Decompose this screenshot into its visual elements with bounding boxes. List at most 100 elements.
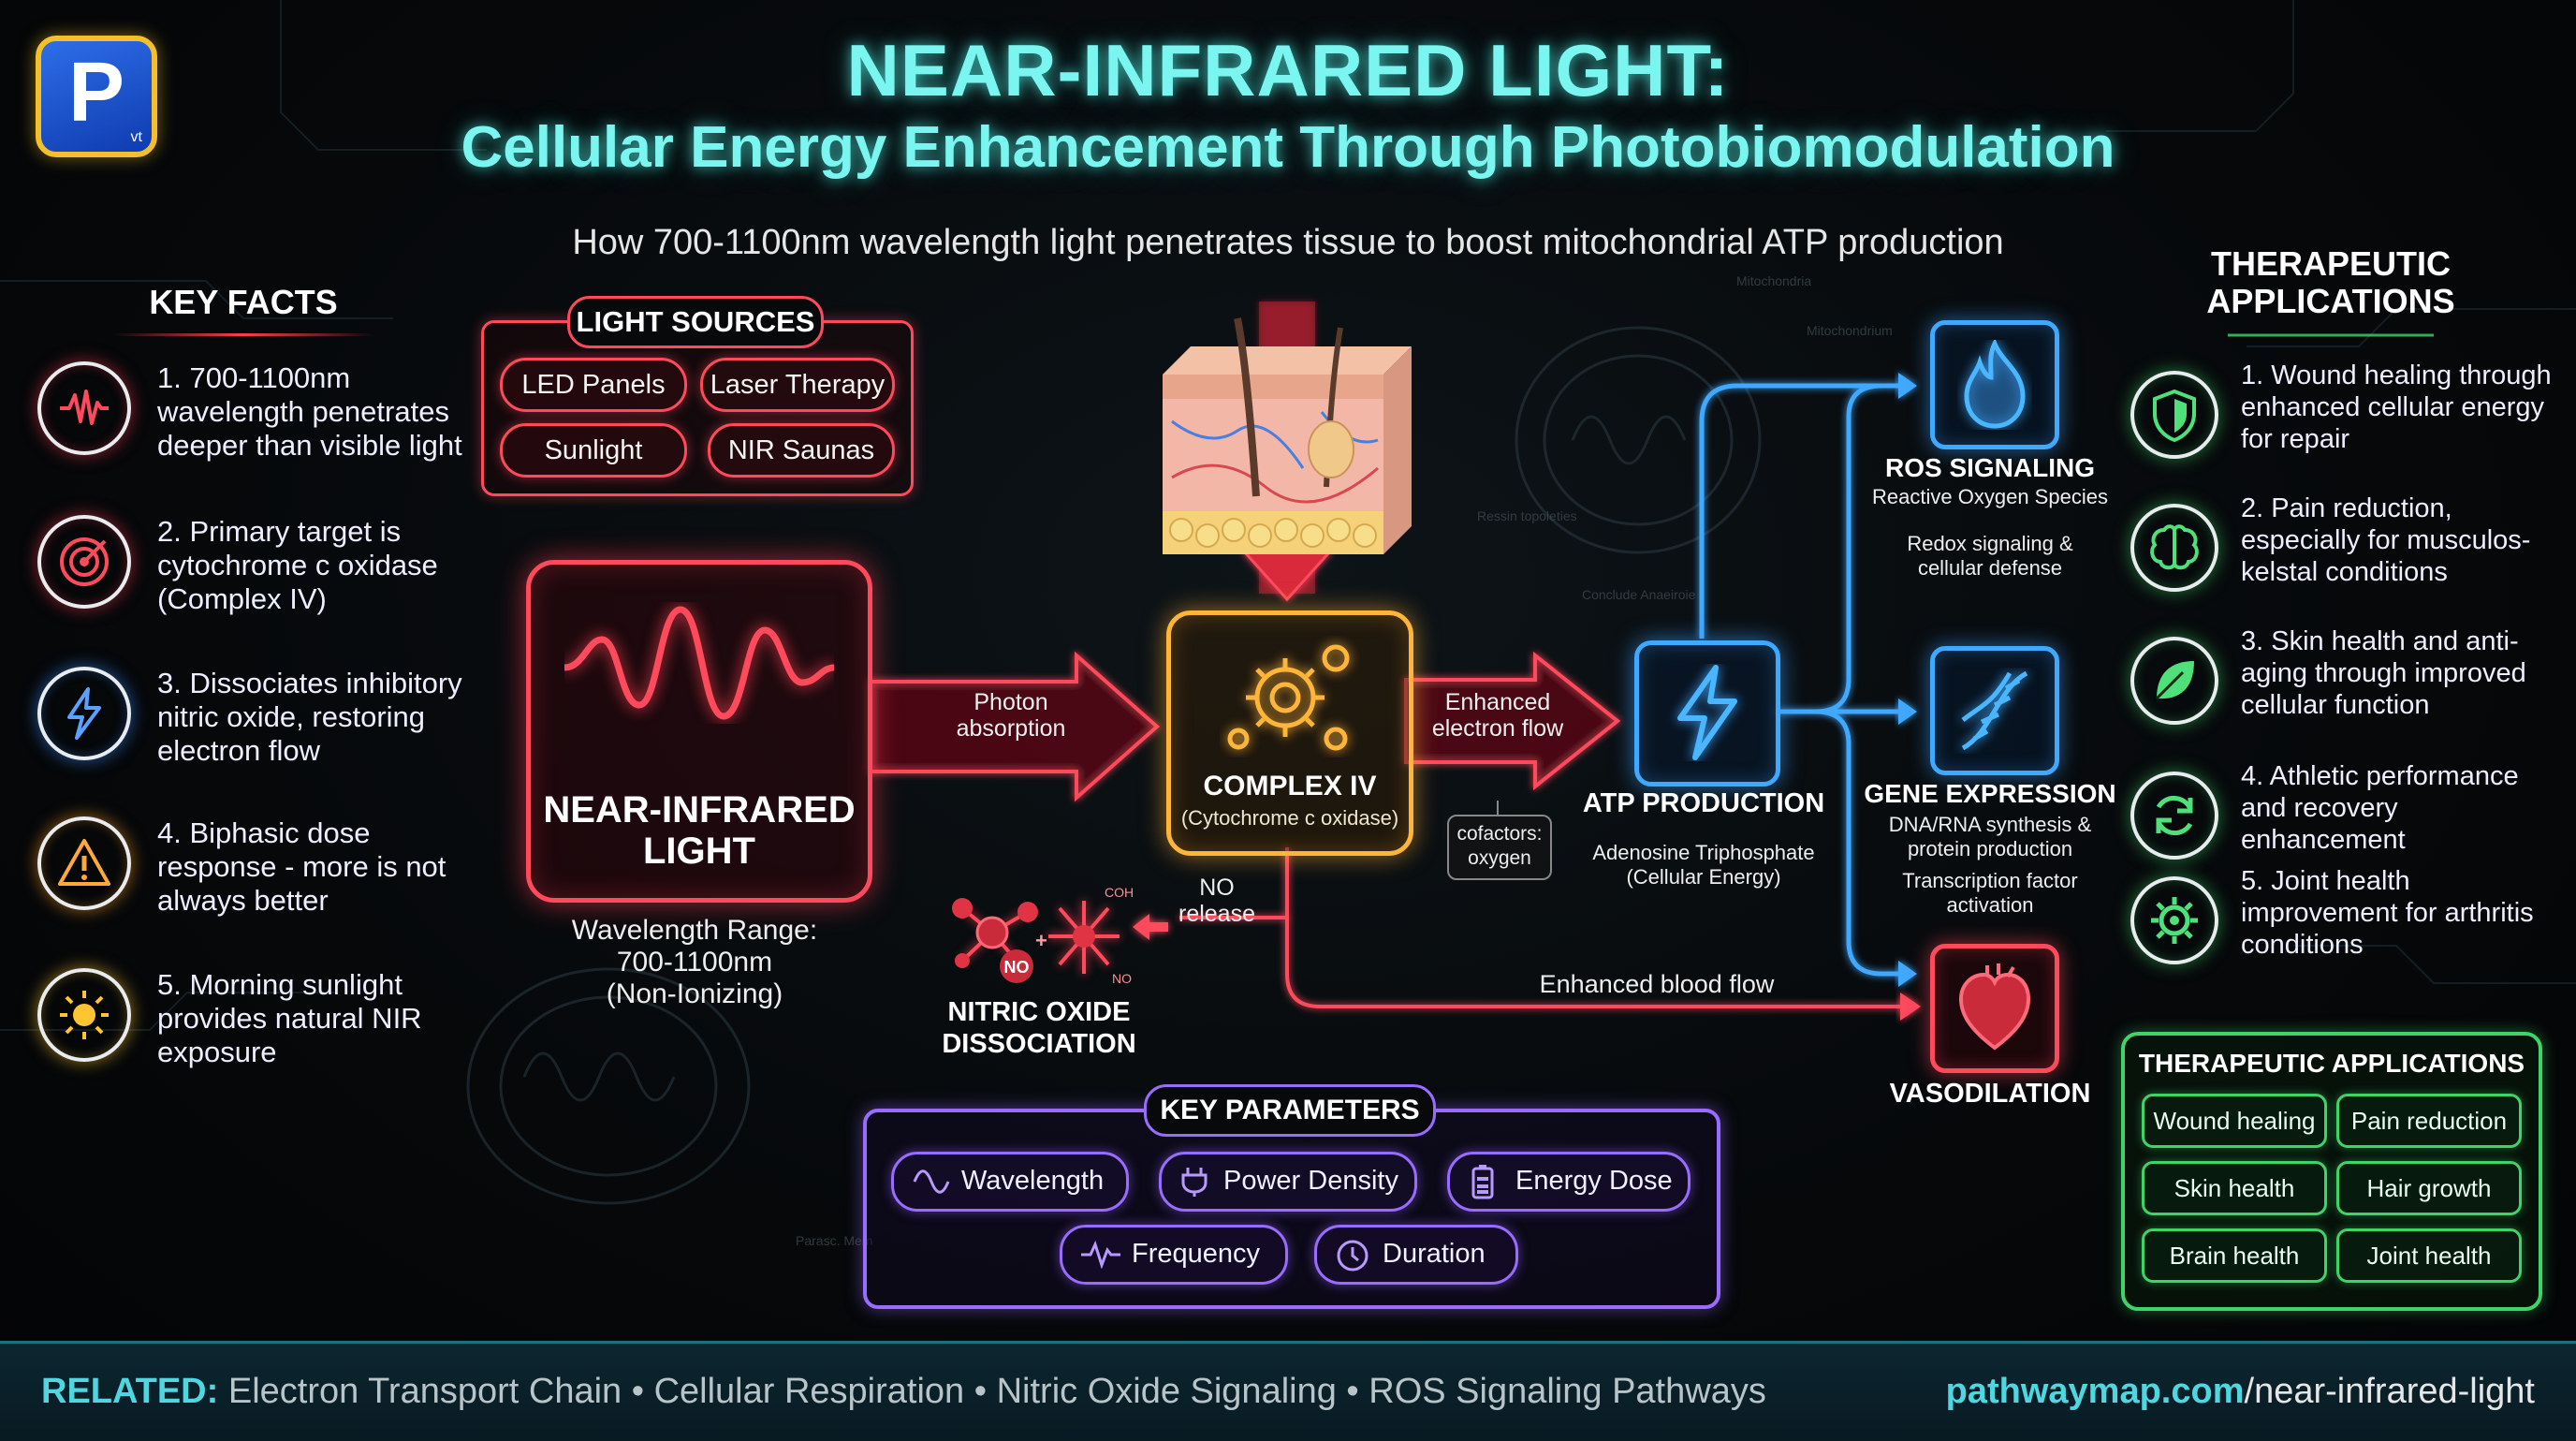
atp-production-node[interactable] — [1634, 640, 1780, 787]
gears-icon — [1227, 644, 1350, 751]
param-label: Wavelength — [961, 1166, 1105, 1196]
ros-desc-2b: cellular defense — [1917, 556, 2063, 580]
light-source-led[interactable]: LED Panels — [500, 358, 687, 412]
atp-desc-2: (Cellular Energy) — [1626, 865, 1781, 889]
param-duration[interactable]: Duration — [1314, 1225, 1518, 1285]
tag-hair-growth[interactable]: Hair growth — [2336, 1161, 2522, 1215]
therapeutic-heading-2: APPLICATIONS — [2206, 282, 2455, 320]
bg-label-5: Parasc. Mem — [796, 1233, 872, 1248]
therapeutic-item-text: 5. Joint health improvement for arthriti… — [2241, 866, 2534, 960]
tag-skin-health[interactable]: Skin health — [2142, 1161, 2327, 1215]
gene-desc-1a: DNA/RNA synthesis & — [1888, 813, 2092, 836]
nir-waveform-icon — [564, 606, 834, 720]
param-wavelength[interactable]: Wavelength — [891, 1152, 1129, 1212]
vasodilation-title: VASODILATION — [1889, 1079, 2091, 1109]
gene-expression-node[interactable] — [1930, 646, 2059, 775]
nir-range-2: 700-1100nm — [616, 947, 773, 978]
dna-icon — [1961, 670, 2028, 751]
heart-icon — [1958, 963, 2031, 1051]
lightning-icon — [1677, 665, 1737, 760]
tag-pain-reduction[interactable]: Pain reduction — [2336, 1094, 2522, 1148]
url-domain: pathwaymap.com — [1945, 1372, 2245, 1411]
battery-icon — [1471, 1165, 1494, 1199]
vasodilation-node[interactable] — [1930, 944, 2059, 1073]
key-fact-3: 3. Dissociates inhibitory nitric oxide, … — [37, 667, 468, 770]
key-parameters-heading: KEY PARAMETERS — [1144, 1084, 1436, 1137]
key-fact-text: 3. Dissociates inhibitory nitric oxide, … — [157, 667, 462, 767]
nir-range-3: (Non-Ionizing) — [606, 978, 783, 1009]
cofactors-line1: cofactors: — [1456, 823, 1543, 845]
shield-icon — [2130, 371, 2218, 459]
pulse-icon — [1081, 1241, 1120, 1269]
therapeutic-tags-panel: THERAPEUTIC APPLICATIONS — [2121, 1032, 2542, 1311]
tag-wound-healing[interactable]: Wound healing — [2142, 1094, 2327, 1148]
warning-icon — [37, 816, 131, 910]
param-label: Energy Dose — [1515, 1166, 1673, 1196]
param-frequency[interactable]: Frequency — [1060, 1225, 1288, 1285]
brand-logo[interactable]: P vt — [36, 36, 157, 157]
therapeutic-item-text: 3. Skin health and anti-aging through im… — [2241, 626, 2526, 720]
light-source-laser[interactable]: Laser Therapy — [700, 358, 895, 412]
param-power-density[interactable]: Power Density — [1159, 1152, 1417, 1212]
no-release-label-2: release — [1178, 901, 1255, 927]
related-label: RELATED: — [41, 1372, 219, 1411]
key-facts-divider — [112, 333, 374, 336]
therapeutic-item-4: 4. Athletic performance and recovery enh… — [2130, 760, 2552, 873]
light-sources-panel — [481, 320, 914, 496]
cycle-icon — [2130, 772, 2218, 860]
nir-range-1: Wavelength Range: — [571, 915, 818, 946]
param-energy-dose[interactable]: Energy Dose — [1447, 1152, 1690, 1212]
tag-brain-health[interactable]: Brain health — [2142, 1228, 2327, 1283]
molecule-coh-label: COH — [1105, 885, 1134, 900]
nitric-oxide-title-2: DISSOCIATION — [942, 1029, 1136, 1059]
bg-label-3: Ressin topoleties — [1477, 508, 1577, 523]
therapeutic-tags-heading: THERAPEUTIC APPLICATIONS — [2138, 1049, 2525, 1078]
light-sources-heading: LIGHT SOURCES — [567, 296, 824, 348]
key-facts-heading: KEY FACTS — [149, 283, 338, 321]
atp-desc-1: Adenosine Triphosphate — [1592, 841, 1815, 864]
gene-desc-2a: Transcription factor — [1902, 869, 2078, 892]
nir-title-2: LIGHT — [643, 831, 755, 872]
complex-iv-subtitle: (Cytochrome c oxidase) — [1180, 806, 1399, 830]
nir-light-node[interactable]: NEAR-INFRARED LIGHT — [526, 560, 872, 903]
ros-title: ROS SIGNALING — [1884, 453, 2095, 482]
target-icon — [37, 515, 131, 609]
leaf-icon — [2130, 637, 2218, 725]
related-items[interactable]: Electron Transport Chain • Cellular Resp… — [227, 1372, 1766, 1411]
param-label: Frequency — [1132, 1239, 1261, 1269]
footer-bar: RELATED: Electron Transport Chain • Cell… — [0, 1341, 2576, 1441]
electron-label-2: electron flow — [1431, 715, 1564, 742]
photon-label-2: absorption — [956, 715, 1066, 742]
brain-icon — [2130, 504, 2218, 592]
atp-title: ATP PRODUCTION — [1582, 788, 1825, 818]
therapeutic-item-text: 2. Pain reduction, especially for muscul… — [2241, 493, 2531, 587]
gene-desc-1b: protein production — [1907, 837, 2073, 860]
skin-cross-section-illustration — [1163, 317, 1412, 554]
ros-signaling-node[interactable] — [1930, 320, 2059, 449]
cofactors-box: cofactors: oxygen — [1447, 815, 1552, 880]
therapeutic-item-5: 5. Joint health improvement for arthriti… — [2130, 865, 2552, 978]
gene-desc-2b: activation — [1946, 893, 2034, 917]
key-fact-text: 2. Primary target is cytochrome c oxidas… — [157, 515, 438, 615]
param-label: Duration — [1383, 1239, 1486, 1269]
logo-letter: P — [67, 46, 125, 140]
clock-icon — [1337, 1240, 1368, 1272]
bg-label-1: Mitochondria — [1736, 273, 1811, 288]
electron-label-1: Enhanced — [1444, 689, 1551, 715]
flame-icon — [1964, 340, 2026, 429]
key-fact-5: 5. Morning sunlight provides natural NIR… — [37, 968, 468, 1071]
light-source-nir-saunas[interactable]: NIR Saunas — [708, 423, 895, 478]
page-title-line2: Cellular Energy Enhancement Through Phot… — [461, 115, 2115, 180]
wave-icon — [37, 361, 131, 455]
key-fact-2: 2. Primary target is cytochrome c oxidas… — [37, 515, 468, 618]
light-source-sunlight[interactable]: Sunlight — [500, 423, 687, 478]
bg-label-2: Mitochondrium — [1807, 323, 1893, 338]
svg-text:+: + — [1035, 929, 1047, 952]
lightning-icon — [37, 667, 131, 760]
tag-joint-health[interactable]: Joint health — [2336, 1228, 2522, 1283]
complex-iv-node[interactable]: COMPLEX IV (Cytochrome c oxidase) — [1166, 610, 1413, 856]
ros-desc-1: Reactive Oxygen Species — [1872, 485, 2108, 508]
footer-url[interactable]: pathwaymap.com/near-infrared-light — [1946, 1372, 2535, 1412]
